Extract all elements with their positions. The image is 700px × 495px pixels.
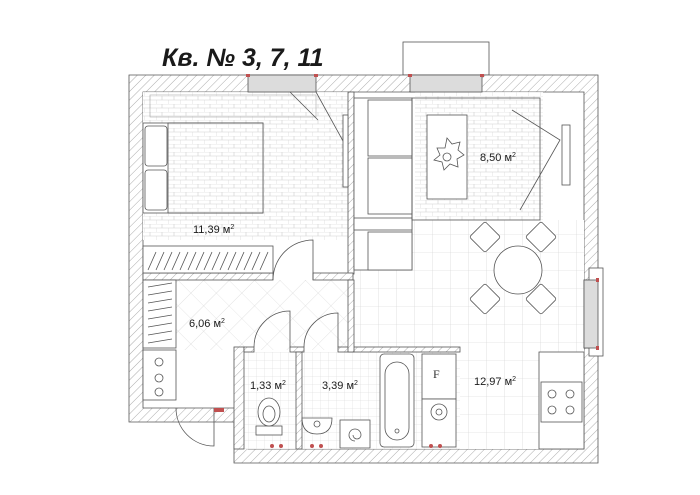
- nook-curtain: [511, 109, 561, 211]
- area-hall: 6,06 м2: [189, 318, 225, 330]
- pipe-markers: [270, 444, 442, 448]
- window-markers: [246, 74, 599, 350]
- hall-wardrobe: [142, 279, 177, 349]
- wc-door: [253, 310, 291, 348]
- nook-zone: [411, 97, 541, 221]
- kitchen-counter: [538, 351, 585, 450]
- entrance-marker: [214, 408, 224, 412]
- area-living: 12,97 м2: [474, 376, 516, 388]
- entrance-door: [175, 407, 215, 447]
- fridge-label: F: [433, 367, 440, 381]
- wardrobe-bedroom: [142, 245, 274, 274]
- area-bath: 3,39 м2: [322, 380, 358, 392]
- window-nook: [409, 74, 483, 93]
- coffee-table: [426, 114, 468, 200]
- area-kitchen-nook: 8,50 м2: [480, 152, 516, 164]
- washer: [339, 419, 371, 449]
- balcony: [402, 41, 490, 76]
- bathtub: [379, 353, 415, 448]
- window-zone: [149, 94, 317, 118]
- area-wc: 1,33 м2: [250, 380, 286, 392]
- nook-window-panel: [561, 124, 571, 186]
- toilet: [255, 397, 283, 436]
- window-bedroom: [247, 74, 317, 93]
- sliding-door: [342, 114, 349, 188]
- sofa: [353, 97, 413, 271]
- sink: [301, 417, 333, 435]
- bath-door: [303, 312, 339, 348]
- kitchen-floor: [460, 352, 539, 449]
- bedroom-door: [272, 239, 314, 281]
- bed: [142, 122, 264, 214]
- plan-title: Кв. № 3, 7, 11: [162, 44, 324, 72]
- hall-stove: [142, 349, 177, 401]
- dining-set: [469, 221, 557, 315]
- area-bedroom: 11,39 м2: [193, 224, 234, 236]
- hall-floor: [176, 280, 353, 350]
- bath-cabinet: [421, 353, 457, 448]
